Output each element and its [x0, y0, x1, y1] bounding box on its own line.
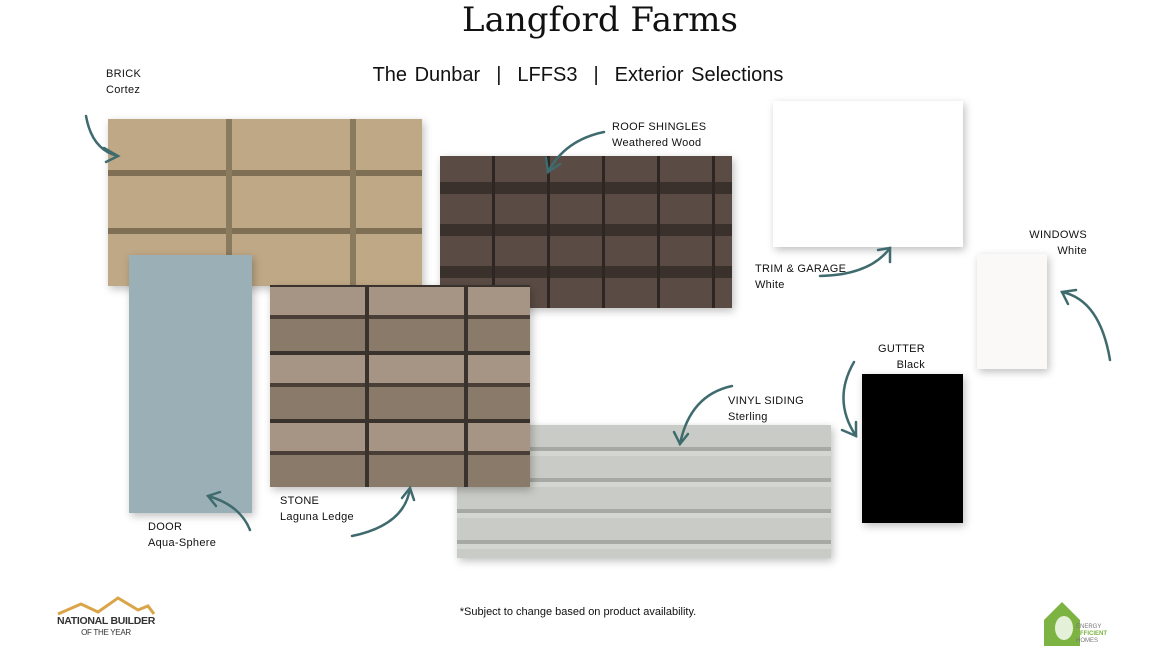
stone-arrow-icon — [350, 485, 416, 538]
footnote: *Subject to change based on product avai… — [459, 606, 697, 618]
stone-swatch — [270, 285, 530, 487]
trim-swatch — [773, 101, 963, 247]
separator: | — [593, 64, 599, 86]
siding-arrow-icon — [672, 384, 734, 447]
subtitle: The Dunbar | LFFS3 | Exterior Selections — [0, 64, 1152, 87]
separator: | — [496, 64, 502, 86]
windows-swatch — [977, 254, 1047, 369]
svg-text:HOMES: HOMES — [1076, 638, 1098, 644]
svg-text:EFFICIENT: EFFICIENT — [1076, 631, 1107, 637]
gutter-swatch — [862, 374, 963, 523]
door-swatch — [129, 255, 252, 513]
svg-text:ENERGY: ENERGY — [1076, 624, 1101, 630]
page-title: Langford Farms — [462, 0, 738, 40]
gutter-arrow-icon — [840, 360, 858, 438]
brick-arrow-icon — [84, 114, 121, 164]
roof-swatch — [440, 156, 732, 308]
door-arrow-icon — [205, 490, 252, 532]
mountains-icon — [57, 596, 156, 616]
windows-arrow-icon — [1060, 288, 1112, 362]
lot-name: LFFS3 — [517, 64, 578, 86]
section-name: Exterior Selections — [614, 64, 784, 86]
plan-name: The Dunbar — [372, 64, 481, 86]
trim-arrow-icon — [818, 246, 892, 278]
roof-arrow-icon — [544, 130, 606, 175]
